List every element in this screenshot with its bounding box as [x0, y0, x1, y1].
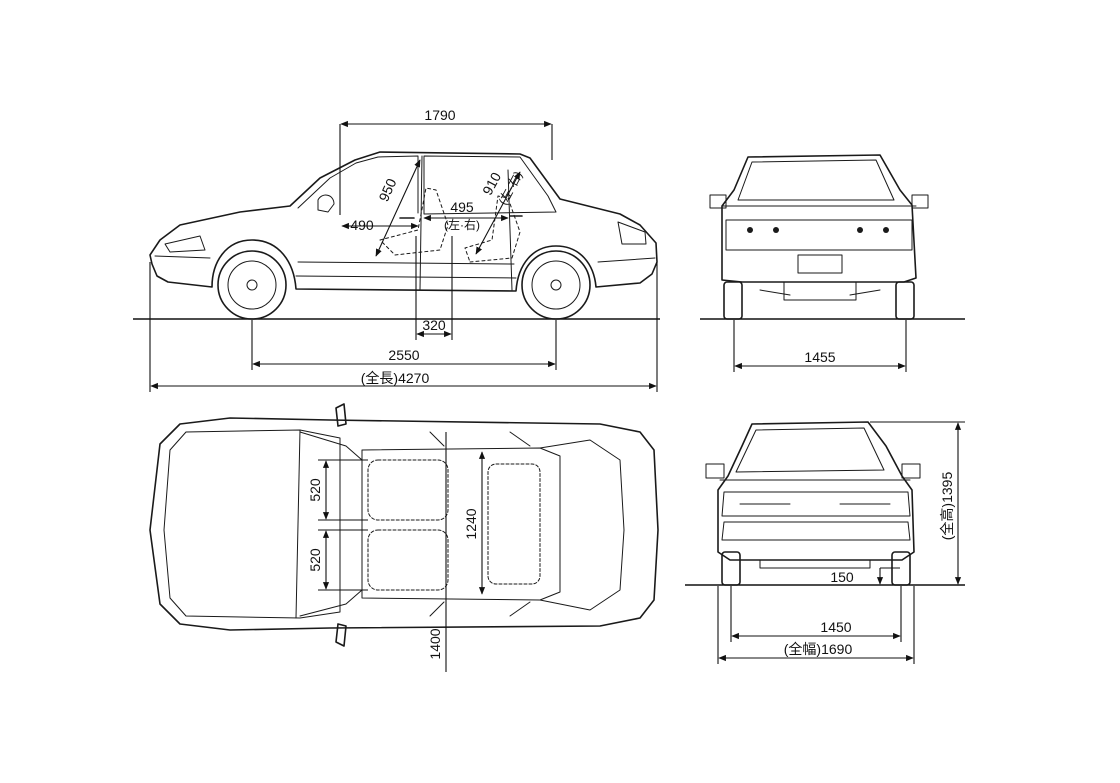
dim-rear-track: 1455 — [804, 349, 835, 365]
dim-seat-width-rear: 520 — [307, 548, 323, 572]
dim-front-track: 1450 — [820, 619, 851, 635]
dim-seat-width-front: 520 — [307, 478, 323, 502]
side-view-car-body — [149, 151, 658, 320]
dim-wheelbase: 2550 — [388, 347, 419, 363]
rear-view-car-body — [709, 154, 929, 320]
rear-view-dimension-lines — [733, 320, 907, 372]
dim-seat-spacing: 495 — [450, 199, 474, 215]
dim-seat-offset: 1400 — [427, 628, 443, 659]
front-view-dimension-lines — [717, 421, 965, 664]
dim-cabin-width: 1240 — [463, 508, 479, 539]
dim-overall-height: (全高)1395 — [939, 472, 955, 541]
side-view-dimension-lines — [149, 120, 658, 392]
dim-roof-length: 1790 — [424, 107, 455, 123]
front-view-car-body — [705, 421, 921, 586]
rear-view: 1455 — [700, 154, 965, 372]
front-view: (全高)1395 150 1450 (全幅)1690 — [685, 421, 965, 664]
dim-overall-length: (全長)4270 — [361, 370, 430, 386]
dim-ground-clearance: 150 — [830, 569, 854, 585]
dim-door-gap: 320 — [422, 317, 446, 333]
side-view: 1790 490 950 495 (左·右) 910 (左·右) 320 255… — [133, 107, 660, 392]
dim-rear-headroom-note: (左·右) — [495, 168, 525, 207]
dim-overall-width: (全幅)1690 — [784, 641, 853, 657]
top-view-car-body — [149, 403, 659, 647]
top-view-dimension-lines — [318, 432, 486, 672]
dim-front-legroom: 490 — [350, 217, 374, 233]
top-view: 520 520 1240 1400 — [149, 403, 659, 672]
dim-seat-spacing-note: (左·右) — [444, 217, 480, 232]
dim-front-headroom: 950 — [375, 176, 399, 204]
